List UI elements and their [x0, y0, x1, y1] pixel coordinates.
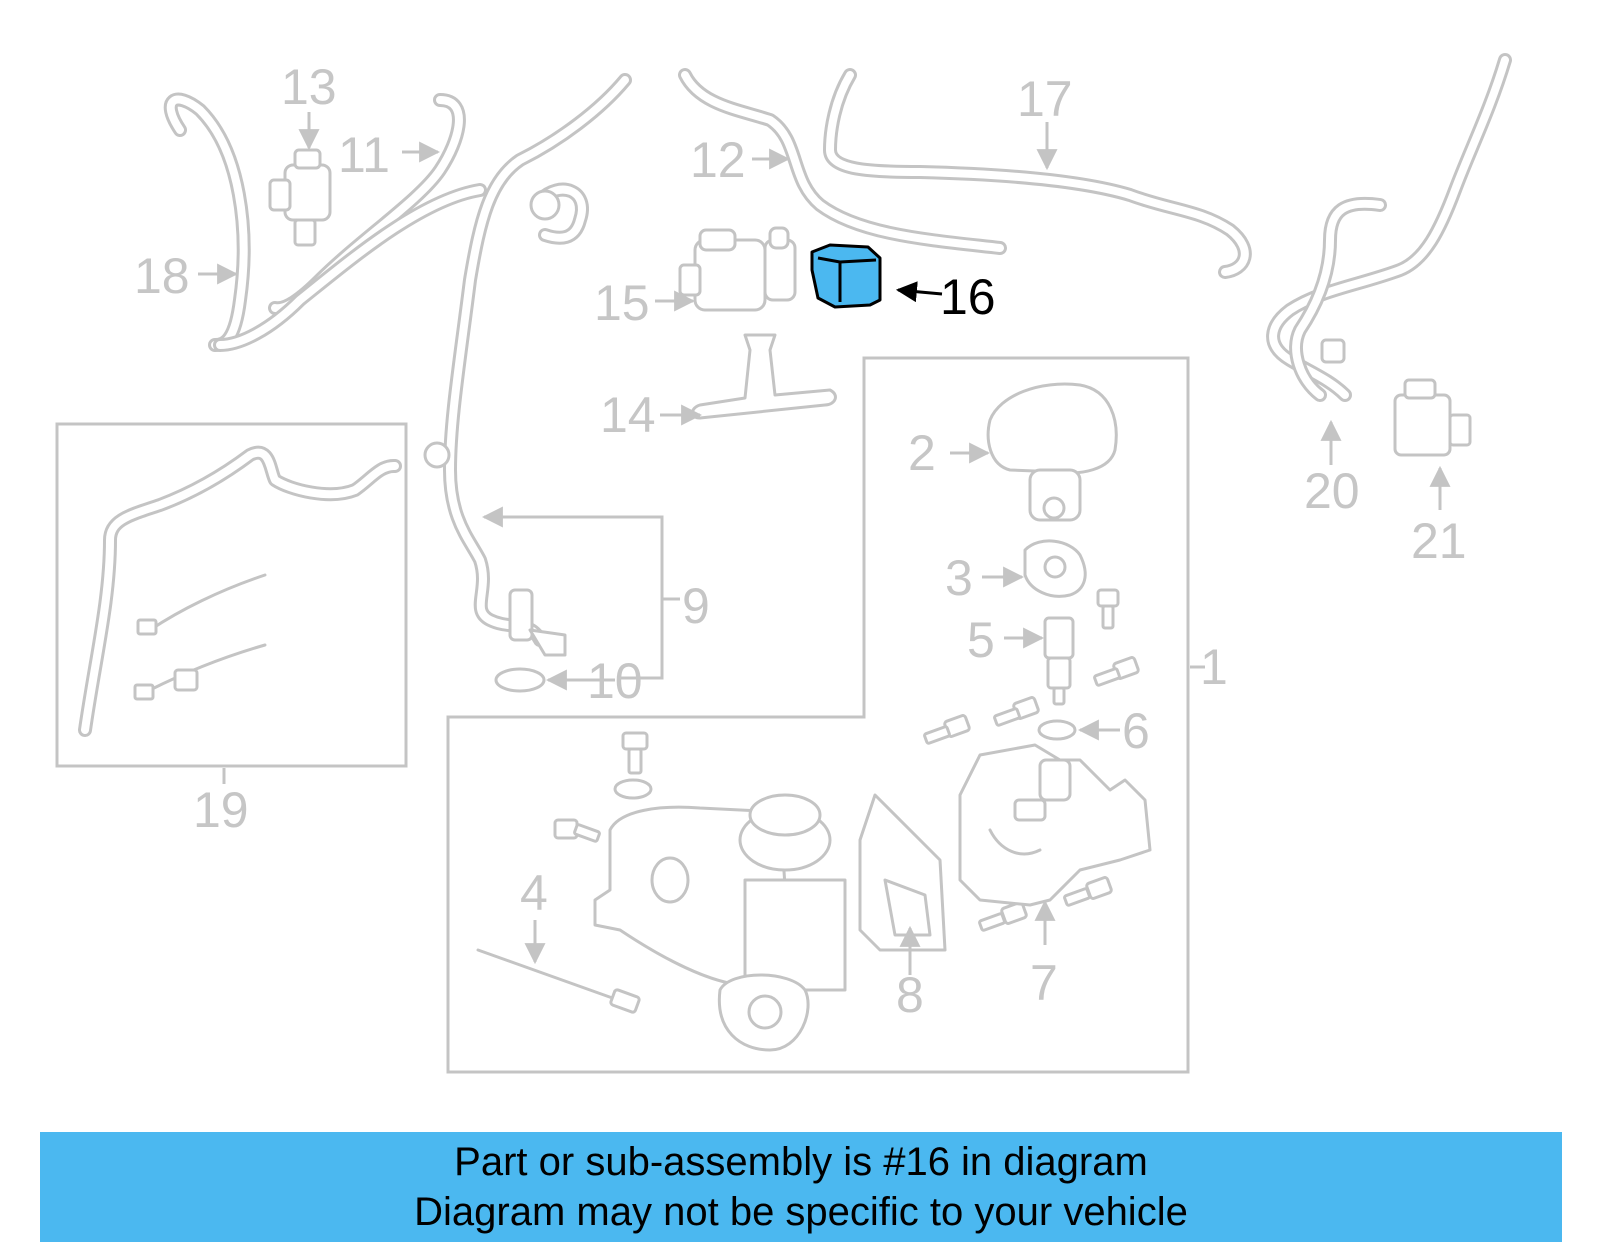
box-1 [446, 356, 1190, 1074]
callout-9: 9 [682, 578, 710, 634]
banner-line-1: Part or sub-assembly is #16 in diagram [454, 1140, 1148, 1184]
callout-15: 15 [594, 275, 650, 331]
hose-main [213, 73, 632, 647]
hose-17 [823, 68, 1252, 279]
pipe-fitting-9 [508, 588, 567, 657]
callout-14: 14 [600, 387, 656, 443]
part-10-oring [494, 667, 546, 693]
part-7-housing [958, 743, 1152, 907]
leader-lines [198, 112, 1451, 975]
info-banner: Part or sub-assembly is #16 in diagram D… [40, 1132, 1562, 1242]
part-16-highlight [810, 243, 882, 309]
callout-21: 21 [1411, 513, 1467, 569]
part-4-cooler [476, 793, 847, 1052]
hose-12 [678, 68, 1007, 255]
part-21-valve [1393, 378, 1472, 457]
box-19 [55, 422, 408, 768]
part-13-valve [268, 148, 332, 247]
callout-8: 8 [896, 967, 924, 1023]
callout-12: 12 [690, 132, 746, 188]
bolts [553, 588, 1140, 932]
oring-cooler [613, 778, 653, 800]
callout-20: 20 [1304, 463, 1360, 519]
part-14-bracket [691, 333, 837, 420]
callout-17: 17 [1017, 71, 1073, 127]
part-6-oring [1037, 719, 1077, 741]
parts-diagram: 1 2 3 4 5 6 7 8 9 10 11 12 13 14 15 16 1… [55, 53, 1512, 1074]
callout-18: 18 [134, 248, 190, 304]
hose-19 [78, 445, 402, 737]
callout-4: 4 [520, 865, 548, 921]
callout-2: 2 [908, 425, 936, 481]
part-3-gasket [1023, 539, 1087, 598]
part-2-actuator [986, 382, 1118, 522]
part-8-gasket [858, 793, 947, 952]
callout-19: 19 [193, 782, 249, 838]
callout-labels: 1 2 3 4 5 6 7 8 9 10 11 12 13 14 15 16 1… [134, 59, 1467, 1023]
callout-16: 16 [940, 269, 996, 325]
part-15-valve [678, 226, 797, 312]
callout-5: 5 [967, 612, 995, 668]
callout-1: 1 [1200, 639, 1228, 695]
callout-3: 3 [945, 550, 973, 606]
callout-10: 10 [587, 653, 643, 709]
callout-13: 13 [281, 59, 337, 115]
hose-20 [1266, 53, 1512, 402]
part-5-sensor [1043, 616, 1075, 706]
hose-18 [163, 92, 251, 352]
callout-11: 11 [338, 127, 390, 183]
callout-6: 6 [1122, 703, 1150, 759]
callout-7: 7 [1030, 955, 1058, 1011]
banner-line-2: Diagram may not be specific to your vehi… [414, 1190, 1188, 1234]
